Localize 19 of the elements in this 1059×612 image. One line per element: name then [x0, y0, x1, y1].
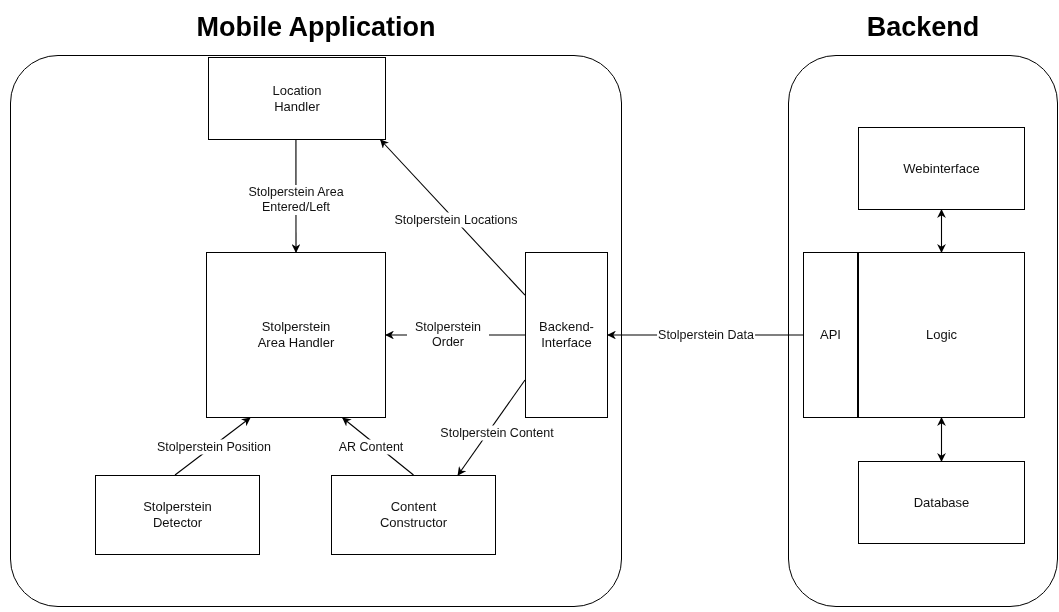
component-box: Backend-Interface — [525, 252, 608, 418]
arrow — [380, 139, 526, 296]
component-box: Stolperstein Detector — [95, 475, 260, 555]
component-box: Stolperstein Area Handler — [206, 252, 386, 418]
edge-label: Stolperstein Content — [439, 425, 555, 441]
arrow — [937, 417, 946, 462]
component-box: Webinterface — [858, 127, 1025, 210]
edge-label: Stolperstein Position — [156, 439, 272, 455]
component-box: Logic — [858, 252, 1025, 418]
component-box: API — [803, 252, 858, 418]
group-heading: Mobile Application — [195, 12, 437, 43]
component-box: Content Constructor — [331, 475, 496, 555]
component-box: Location Handler — [208, 57, 386, 140]
edge-label: Stolperstein Data — [657, 327, 755, 343]
edge-label: AR Content — [337, 439, 405, 455]
component-box: Database — [858, 461, 1025, 544]
group-heading: Backend — [865, 12, 981, 43]
arrow — [937, 209, 946, 253]
edge-label: Stolperstein Locations — [393, 212, 519, 228]
